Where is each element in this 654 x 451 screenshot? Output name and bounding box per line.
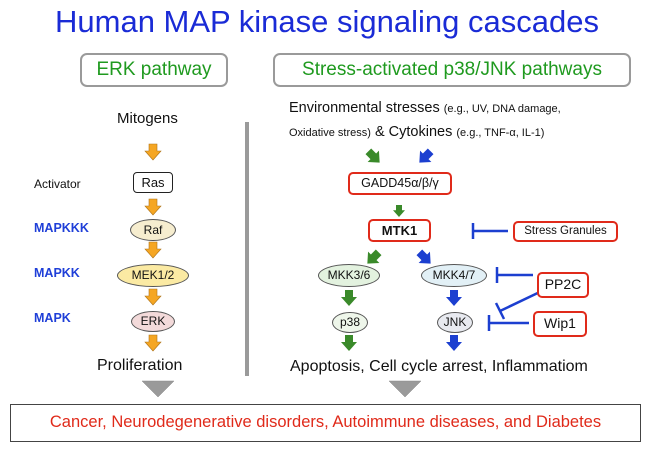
inhibitor-pp2c: PP2C [537,272,589,298]
gray-arrow-erk-disease [141,380,175,398]
green-arrow-mtk1-mkk36 [367,249,382,264]
node-mtk1: MTK1 [368,219,431,242]
node-gadd45: GADD45α/β/γ [348,172,452,195]
stress-pathway-header: Stress-activated p38/JNK pathways [273,53,631,87]
inhibit-line-pp2c-jnk [499,288,545,313]
node-mkk47: MKK4/7 [421,264,487,287]
environmental-stresses-examples: (e.g., UV, DNA damage, [443,103,561,115]
node-p38: p38 [332,312,368,333]
level-label-mapk: MAPK [34,311,71,325]
erk-output-proliferation: Proliferation [97,357,183,374]
green-arrow-p38-output [341,335,357,351]
stress-input-line2: Oxidative stress) & Cytokines (e.g., TNF… [289,124,544,140]
erk-input-mitogens: Mitogens [117,110,178,127]
green-arrow-environmental-stress [365,148,380,163]
inhibitor-stress-granules: Stress Granules [513,221,618,242]
node-mek12: MEK1/2 [117,264,189,287]
page-title: Human MAP kinase signaling cascades [55,4,599,39]
disease-outcomes-box: Cancer, Neurodegenerative disorders, Aut… [10,404,641,442]
activator-label: Activator [34,177,81,191]
cytokines-examples: (e.g., TNF-α, IL-1) [456,127,545,139]
node-mkk36: MKK3/6 [318,264,380,287]
green-arrow-gadd45-mtk1 [393,205,405,217]
oxidative-stress-note: Oxidative stress) [289,127,371,139]
green-arrow-mkk36-p38 [341,290,357,306]
blue-arrow-jnk-output [446,335,462,351]
node-jnk: JNK [437,312,473,333]
erk-arrow-mek-erk [144,288,162,306]
node-raf: Raf [130,219,176,241]
node-erk: ERK [131,311,175,332]
inhibit-bar-jnk-pp2c [494,302,506,320]
blue-arrow-cytokines [419,148,434,163]
erk-arrow-mitogens-ras [144,143,162,161]
environmental-stresses-label: Environmental stresses [289,100,440,116]
stress-input-line1: Environmental stresses (e.g., UV, DNA da… [289,100,561,116]
gray-arrow-stress-disease [388,380,422,398]
erk-arrow-raf-mek [144,241,162,259]
inhibitor-wip1: Wip1 [533,311,587,337]
node-ras: Ras [133,172,173,193]
blue-arrow-mkk47-jnk [446,290,462,306]
level-label-mapkk: MAPKK [34,266,80,280]
erk-arrow-ras-raf [144,198,162,216]
stress-output: Apoptosis, Cell cycle arrest, Inflammati… [290,358,588,375]
level-label-mapkkk: MAPKKK [34,221,89,235]
blue-arrow-mtk1-mkk47 [416,249,431,264]
cytokines-label: & Cytokines [374,124,453,140]
erk-arrow-erk-proliferation [144,334,162,352]
erk-pathway-header: ERK pathway [80,53,228,87]
